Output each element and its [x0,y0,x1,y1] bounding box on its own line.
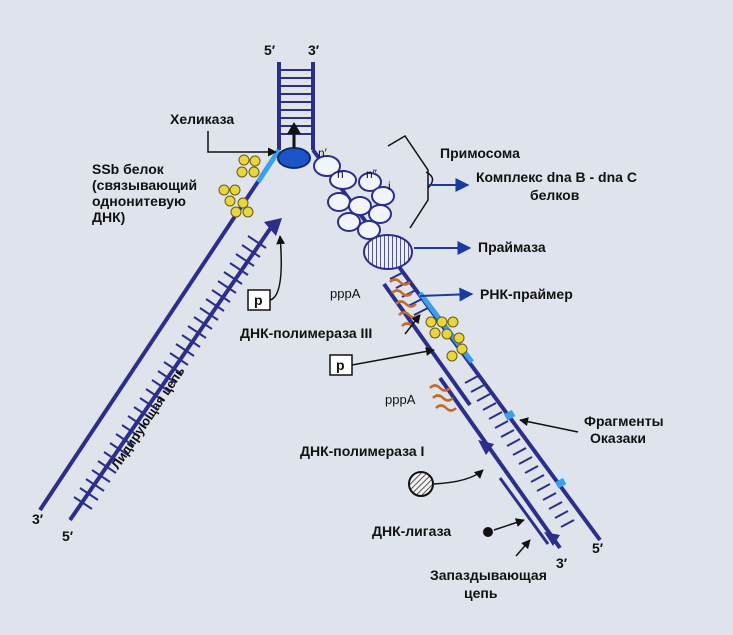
dnab-label-line1: Комплекс dna B - dna C [476,169,637,185]
subunit-n-double-prime: n″ [366,167,378,181]
rna-primer-label: РНК-праймер [480,286,573,302]
rna-primer-1 [389,278,420,327]
end-label-lag-left: 3′ [556,555,568,571]
lagging-pointer [515,539,531,557]
dna-pol3-label: ДНК-полимераза III [240,325,372,341]
ssb-label-line3: однонитевую [92,193,186,209]
phosphate-label-2: p [336,357,345,373]
ppp-a-label-1: pppA [330,286,361,301]
end-label-top-left: 5′ [264,42,276,58]
phosphate-label-1: p [254,292,263,308]
phosphate-pointer-1 [269,235,286,301]
phosphate-pointer-2 [351,347,435,366]
okazaki-label-line2: Оказаки [590,430,646,446]
dna-ligase-pointer [493,518,525,531]
dna-pol3-pointer [404,314,421,335]
rna-primer-pointer [419,287,474,302]
lagging-label-line1: Запаздывающая [430,567,547,583]
end-label-lead-left: 3′ [32,511,44,527]
ssb-label-line4: ДНК) [92,209,125,225]
ssb-label-line1: SSb белок [92,161,165,177]
dna-pol1-pointer [433,469,484,485]
dna-ligase-label: ДНК-лигаза [372,523,451,539]
primosome-bracket [387,134,429,229]
primase-label: Праймаза [478,239,546,255]
subunit-i: i [388,179,391,193]
okazaki-label-line1: Фрагменты [584,413,664,429]
ppp-a-label-2: pppA [385,392,416,407]
subunit-n: n [337,167,344,181]
ssb-label-line2: (связывающий [92,177,197,193]
helicase-label: Хеликаза [170,111,234,127]
subunit-n-prime: n′ [318,146,328,160]
end-label-lag-right: 5′ [592,540,604,556]
primase-enzyme [363,234,413,270]
okazaki-pointer [519,417,579,433]
end-label-top-right: 3′ [308,42,320,58]
dna-pol1-enzyme [408,471,434,497]
end-label-lead-right: 5′ [62,528,74,544]
dnab-label-line2: белков [530,187,580,203]
dna-pol1-label: ДНК-полимераза I [300,443,424,459]
parent-duplex [277,62,315,150]
primosome-label: Примосома [440,145,520,161]
rna-primer-2 [429,384,457,412]
helicase-pointer [207,131,277,157]
helicase-enzyme [277,122,311,169]
ssb-protein-cluster-right [425,316,468,362]
primosome-complex [313,155,395,240]
ssb-protein-cluster [218,154,261,218]
lagging-label-line2: цепь [464,585,498,601]
dna-ligase-enzyme [483,527,493,537]
leading-strand-label: Лидирующая цепь [108,364,188,472]
